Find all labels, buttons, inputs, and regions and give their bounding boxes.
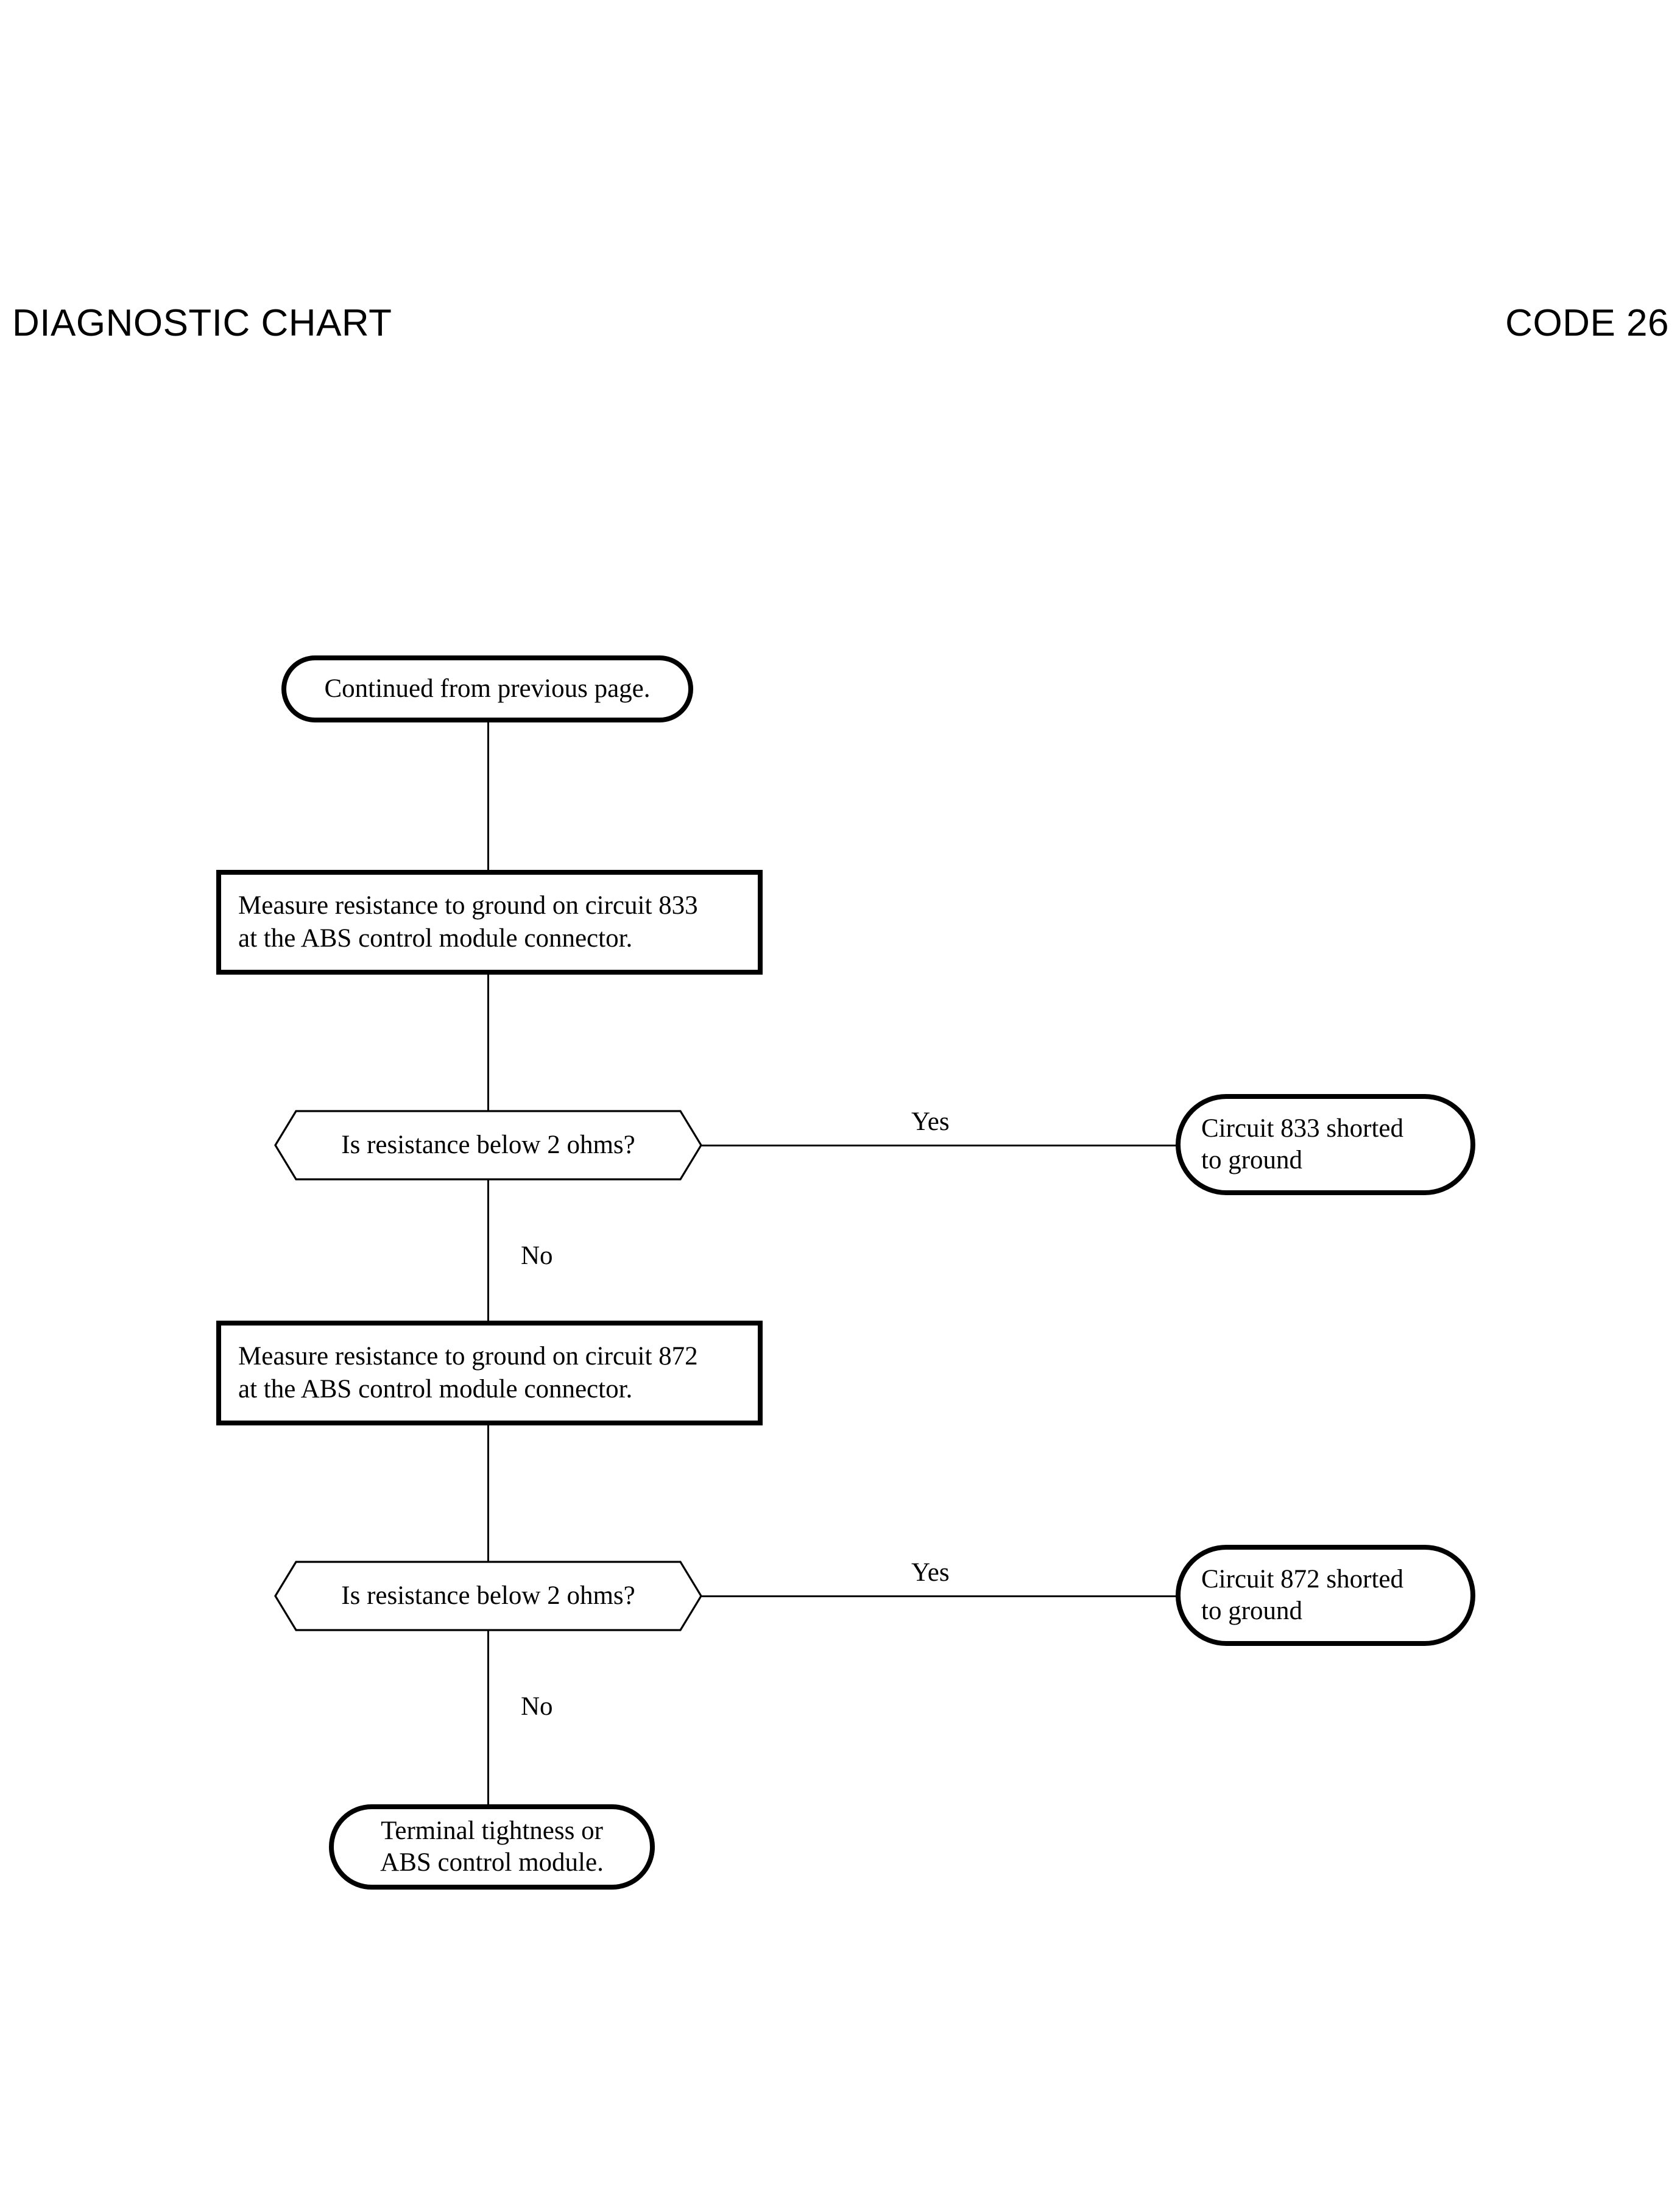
decision-is-resistance-below-2-ohms-872[interactable]: Is resistance below 2 ohms?	[274, 1561, 702, 1631]
decision-hexagon-shape	[274, 1561, 702, 1631]
terminal-line-1: Circuit 872 shorted	[1201, 1564, 1404, 1594]
terminal-line-1: Terminal tightness or	[381, 1816, 603, 1845]
branch-label-no-872: No	[521, 1692, 553, 1721]
branch-label-yes-872: Yes	[911, 1558, 950, 1587]
process-line-1: Measure resistance to ground on circuit …	[238, 891, 698, 920]
connector-decision872-yes	[702, 1595, 1178, 1597]
terminal-text-block: Terminal tightness or ABS control module…	[380, 1815, 604, 1879]
terminal-text: Continued from previous page.	[324, 674, 651, 703]
process-line-1: Measure resistance to ground on circuit …	[238, 1342, 698, 1371]
decision-text: Is resistance below 2 ohms?	[341, 1581, 635, 1611]
terminal-circuit-833-shorted-to-ground[interactable]: Circuit 833 shorted to ground	[1176, 1094, 1475, 1195]
terminal-line-2: to ground	[1201, 1146, 1303, 1174]
decision-is-resistance-below-2-ohms-833[interactable]: Is resistance below 2 ohms?	[274, 1110, 702, 1181]
terminal-line-2: ABS control module.	[380, 1848, 604, 1877]
process-text-block: Measure resistance to ground on circuit …	[238, 1340, 698, 1406]
decision-hexagon-shape	[274, 1110, 702, 1181]
process-measure-resistance-872[interactable]: Measure resistance to ground on circuit …	[216, 1321, 763, 1425]
connector-decision833-yes	[702, 1145, 1178, 1146]
process-line-2: at the ABS control module connector.	[238, 1375, 633, 1403]
terminal-terminal-tightness-or-abs-control-module[interactable]: Terminal tightness or ABS control module…	[329, 1804, 655, 1890]
connector-decision872-no	[487, 1631, 489, 1806]
terminal-text-block: Circuit 872 shorted to ground	[1201, 1564, 1403, 1628]
connector-decision833-no	[487, 1180, 489, 1326]
code-label: CODE 26	[1505, 302, 1669, 344]
terminal-continued-from-previous-page[interactable]: Continued from previous page.	[281, 655, 693, 722]
terminal-line-2: to ground	[1201, 1597, 1303, 1625]
terminal-circuit-872-shorted-to-ground[interactable]: Circuit 872 shorted to ground	[1176, 1545, 1475, 1646]
process-text-block: Measure resistance to ground on circuit …	[238, 889, 698, 955]
process-measure-resistance-833[interactable]: Measure resistance to ground on circuit …	[216, 870, 763, 975]
connector-start-to-process833	[487, 722, 489, 870]
branch-label-yes-833: Yes	[911, 1107, 950, 1136]
branch-label-no-833: No	[521, 1241, 553, 1270]
connector-process833-to-decision833	[487, 975, 489, 1112]
page-title: DIAGNOSTIC CHART	[12, 302, 392, 344]
terminal-line-1: Circuit 833 shorted	[1201, 1114, 1404, 1143]
decision-text: Is resistance below 2 ohms?	[341, 1131, 635, 1160]
process-line-2: at the ABS control module connector.	[238, 924, 633, 953]
connector-process872-to-decision872	[487, 1425, 489, 1562]
terminal-text-block: Circuit 833 shorted to ground	[1201, 1113, 1403, 1177]
